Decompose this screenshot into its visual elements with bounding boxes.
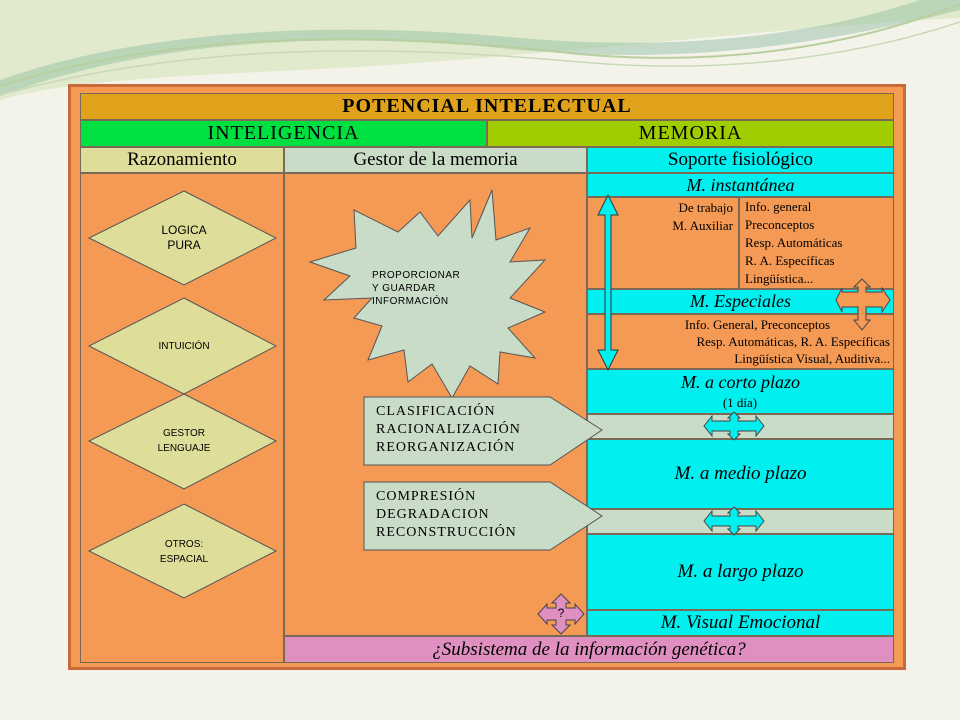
arrow1-text: CLASIFICACIÓN RACIONALIZACIÓN REORGANIZA… xyxy=(376,403,521,457)
title-bar: POTENCIAL INTELECTUAL xyxy=(80,93,894,120)
logica-label: LOGICA PURA xyxy=(161,223,207,252)
cross-arrow-especiales xyxy=(835,278,891,331)
gestor-lenguaje-label: GESTOR LENGUAJE xyxy=(157,428,211,454)
arrow2-text: COMPRESIÓN DEGRADACION RECONSTRUCCIÓN xyxy=(376,488,517,542)
arrow-clasificacion xyxy=(363,396,603,466)
diamond-otros xyxy=(87,503,278,599)
double-vertical-arrow xyxy=(597,193,619,372)
arrow2-line: RECONSTRUCCIÓN xyxy=(376,525,517,540)
razonamiento-header: Razonamiento xyxy=(80,147,284,173)
info-item: Info. general xyxy=(745,199,812,214)
info-cell xyxy=(739,197,894,289)
especiales-list: Info. General, Preconceptos Resp. Automá… xyxy=(594,316,890,367)
info-list: Info. general Preconceptos Resp. Automát… xyxy=(745,198,843,288)
trabajo-cell xyxy=(587,197,739,289)
arrow2-line: DEGRADACION xyxy=(376,507,490,522)
diamond-logica xyxy=(87,190,278,286)
otros-label: OTROS: ESPACIAL xyxy=(159,539,209,565)
star-line: PROPORCIONAR xyxy=(372,270,461,281)
especiales-item: Info. General, Preconceptos xyxy=(684,317,830,332)
question-cross xyxy=(537,593,585,635)
trabajo-line: De trabajo xyxy=(678,200,733,215)
question-mark: ? xyxy=(557,606,565,620)
gestor-header: Gestor de la memoria xyxy=(284,147,587,173)
arrow-compresion xyxy=(363,481,603,551)
cross-arrow-corto xyxy=(703,411,765,441)
memoria-header: MEMORIA xyxy=(487,120,894,147)
cross-arrow-medio xyxy=(703,506,765,536)
m-corto: M. a corto plazo xyxy=(681,372,800,392)
m-corto-cell xyxy=(587,369,894,414)
especiales-item: Resp. Automáticas, R. A. Específicas xyxy=(696,334,890,349)
info-item: R. A. Específicas xyxy=(745,253,835,268)
auxiliar-line: M. Auxiliar xyxy=(672,218,733,233)
m-instantanea: M. instantánea xyxy=(587,173,894,197)
star-line: Y GUARDAR xyxy=(372,283,436,294)
arrow2-line: COMPRESIÓN xyxy=(376,489,477,504)
arrow1-line: REORGANIZACIÓN xyxy=(376,440,516,455)
info-item: Preconceptos xyxy=(745,217,815,232)
especiales-list-cell xyxy=(587,314,894,369)
arrow1-line: CLASIFICACIÓN xyxy=(376,404,496,419)
trabajo-label: De trabajo M. Auxiliar xyxy=(595,199,733,235)
arrow1-line: RACIONALIZACIÓN xyxy=(376,422,521,437)
diamond-gestor-lenguaje xyxy=(87,393,278,490)
gestor-column xyxy=(284,173,587,636)
inteligencia-header: INTELIGENCIA xyxy=(80,120,487,147)
star-burst xyxy=(308,189,547,400)
m-visual-emocional: M. Visual Emocional xyxy=(587,610,894,636)
info-item: Resp. Automáticas xyxy=(745,235,843,250)
m-medio: M. a medio plazo xyxy=(587,439,894,509)
info-item: Lingüística... xyxy=(745,271,814,286)
soporte-header: Soporte fisiológico xyxy=(587,147,894,173)
m-largo: M. a largo plazo xyxy=(587,534,894,610)
corto-note: (1 día) xyxy=(722,395,758,410)
star-text: PROPORCIONAR Y GUARDAR INFORMACIÓN xyxy=(372,269,460,308)
footer-subsistema: ¿Subsistema de la información genética? xyxy=(284,636,894,663)
especiales-item: Lingüística Visual, Auditiva... xyxy=(734,351,890,366)
razonamiento-column xyxy=(80,173,284,663)
star-line: INFORMACIÓN xyxy=(372,296,449,307)
intuicion-label: INTUICIÓN xyxy=(158,341,210,352)
